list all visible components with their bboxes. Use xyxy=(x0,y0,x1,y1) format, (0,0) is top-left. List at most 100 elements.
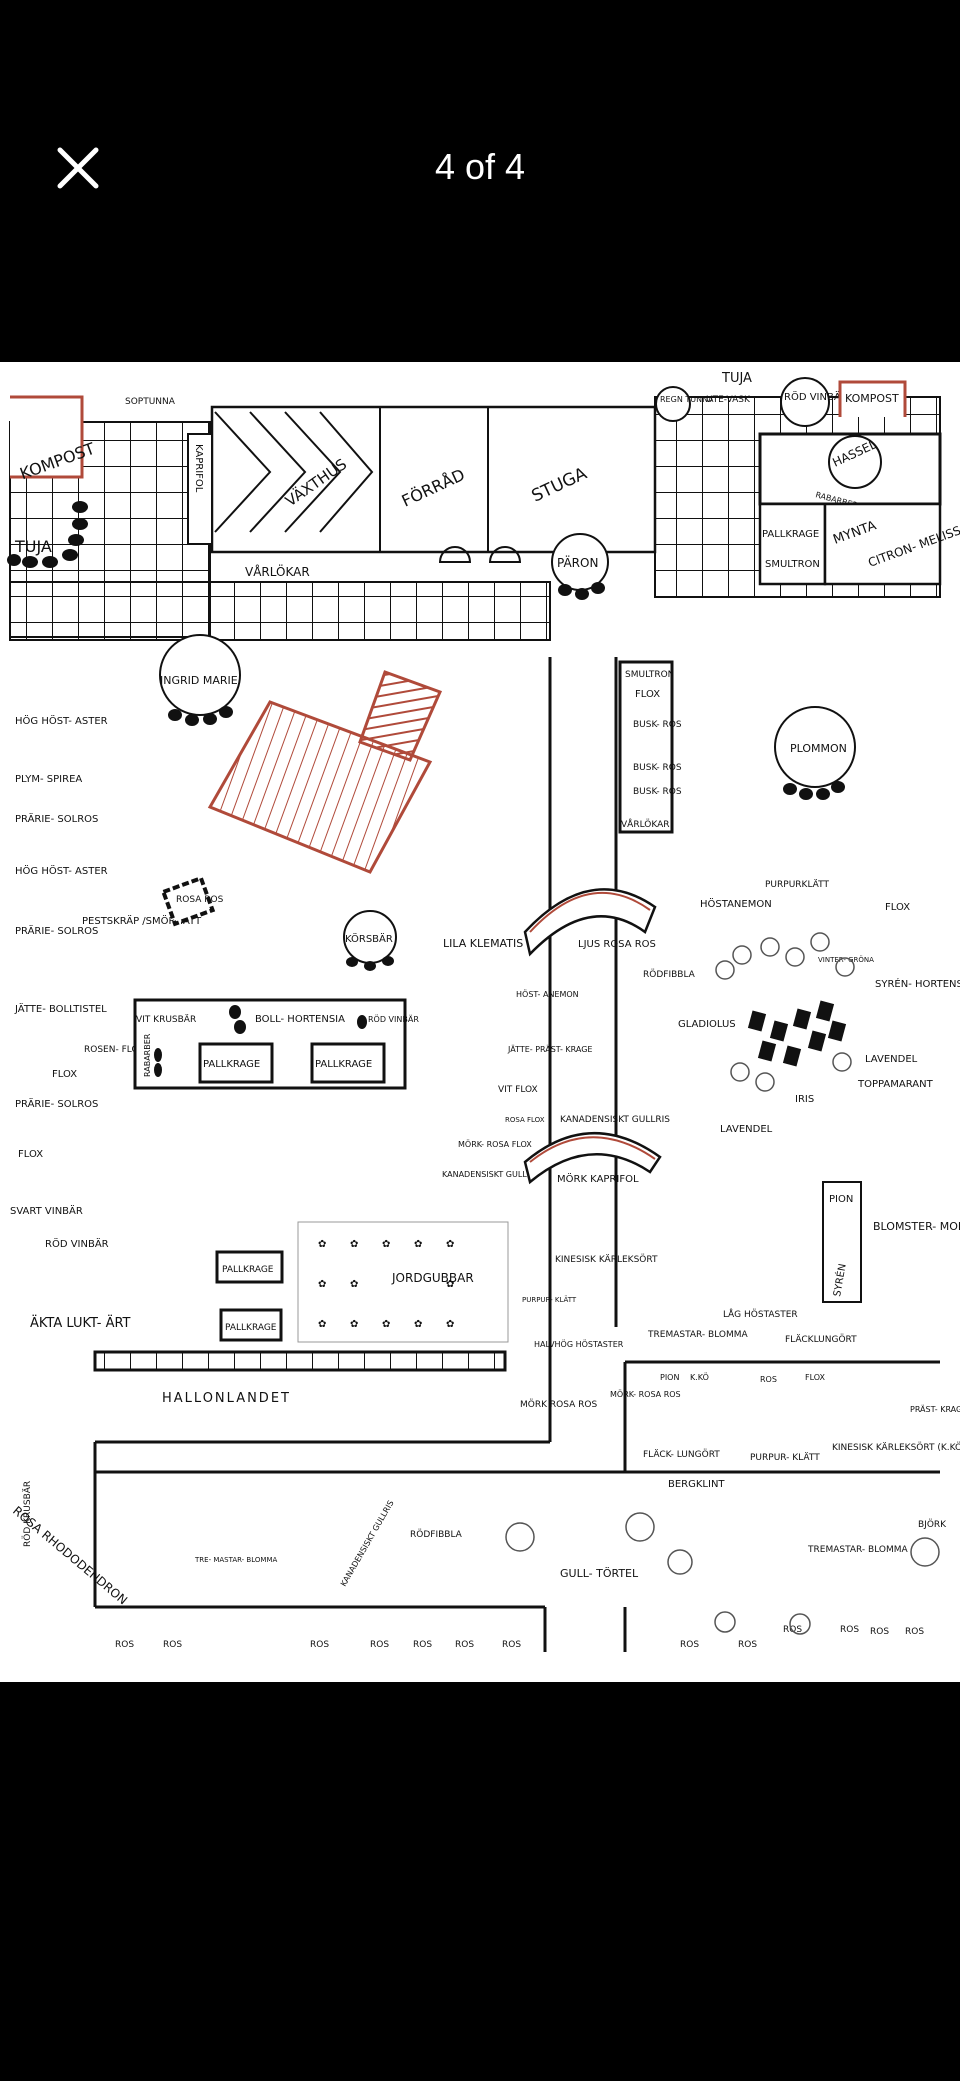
label-flackungort-2: FLÄCK- LUNGÖRT xyxy=(643,1449,720,1460)
svg-text:✿: ✿ xyxy=(318,1319,326,1330)
label-pion-s: PION xyxy=(660,1373,679,1382)
label-ros-5: ROS xyxy=(413,1640,432,1650)
label-vintergrona: VINTER- GRÖNA xyxy=(818,955,874,964)
bottom-row: RÖD KRUSBÄR RÖDFIBBLA KANADENSISKT GULLR… xyxy=(10,1481,947,1650)
label-rodvinbar-left: RÖD VINBÄR xyxy=(45,1237,109,1250)
label-flox-r: FLOX xyxy=(885,902,910,913)
label-ko: K.KÖ xyxy=(690,1372,709,1382)
label-ros-8: ROS xyxy=(680,1640,699,1650)
label-rosaflox: ROSA FLOX xyxy=(505,1116,545,1124)
label-purpurklatt-m: PURPUR- KLÄTT xyxy=(522,1295,577,1304)
label-ros-4: ROS xyxy=(370,1640,389,1650)
viewer-top-bar: 4 of 4 xyxy=(0,0,960,362)
label-smultron-bed: SMULTRON xyxy=(625,670,674,680)
label-ljusrosaros: LJUS ROSA ROS xyxy=(578,939,656,950)
label-vitkrusbar: VIT KRUSBÄR xyxy=(136,1014,196,1025)
label-pallkrage-2: PALLKRAGE xyxy=(315,1059,372,1070)
label-rosaros: ROSA ROS xyxy=(176,895,224,905)
label-ros-11: ROS xyxy=(840,1625,859,1635)
label-morkrosaflox: MÖRK- ROSA FLOX xyxy=(458,1139,532,1149)
label-halvhog: HALVHÖG HÖSTASTER xyxy=(534,1339,624,1349)
svg-text:✿: ✿ xyxy=(318,1239,326,1250)
svg-text:✿: ✿ xyxy=(318,1279,326,1290)
label-hostanemon-r: HÖSTANEMON xyxy=(700,897,772,910)
ingrid-marie-tree: INGRID MARIE xyxy=(159,634,241,726)
label-ros-1: ROS xyxy=(115,1640,134,1650)
svg-text:✿: ✿ xyxy=(414,1319,422,1330)
plommon-tree: PLOMMON xyxy=(774,706,856,800)
label-tremastar-1: TREMASTAR- BLOMMA xyxy=(647,1330,749,1340)
label-regntunna: REGN TUNNA xyxy=(660,395,714,404)
label-flox-bed: FLOX xyxy=(635,689,660,700)
label-paron: PÄRON xyxy=(557,555,598,570)
label-flox-l1: FLOX xyxy=(52,1069,77,1080)
svg-text:✿: ✿ xyxy=(350,1279,358,1290)
label-rabarber-mid: RABARBER xyxy=(143,1033,152,1077)
label-vitflox: VIT FLOX xyxy=(498,1085,538,1095)
label-ros-7: ROS xyxy=(502,1640,521,1650)
label-aktalukt: ÄKTA LUKT- ÄRT xyxy=(30,1315,131,1331)
label-bjork: BJÖRK xyxy=(918,1519,947,1530)
label-ros-6: ROS xyxy=(455,1640,474,1650)
label-kanadensiskt-3: KANADENSISKT GULLRIS xyxy=(339,1499,396,1588)
label-rodvinbar-top: RÖD VINBÄR xyxy=(784,390,848,403)
label-blomstermorot: BLOMSTER- MOROT xyxy=(873,1220,960,1233)
label-kanadensiskt-1: KANADENSISKT GULLRIS xyxy=(560,1115,670,1125)
label-iris: IRIS xyxy=(795,1094,814,1105)
label-hallonlandet: HALLONLANDET xyxy=(162,1391,291,1406)
label-ros-3: ROS xyxy=(310,1640,329,1650)
label-rodfibbla-mid: RÖDFIBBLA xyxy=(643,969,696,980)
svg-text:✿: ✿ xyxy=(382,1239,390,1250)
label-hog-host-1: HÖG HÖST- ASTER xyxy=(15,714,108,727)
svg-text:✿: ✿ xyxy=(446,1319,454,1330)
top-right-area: REGN TUNNA UTE-VASK TUJA RÖD VINBÄR KOMP… xyxy=(655,371,960,586)
korsbar-tree: KÖRSBÄR xyxy=(343,910,397,971)
label-tuja-right: TUJA xyxy=(721,371,752,386)
label-svartvinbar: SVART VINBÄR xyxy=(10,1204,83,1217)
label-pallkrage-1: PALLKRAGE xyxy=(203,1059,260,1070)
label-pallkrage-top: PALLKRAGE xyxy=(762,529,819,540)
close-button[interactable] xyxy=(40,130,116,206)
label-purpurklatt-b: PURPUR- KLÄTT xyxy=(750,1452,820,1463)
close-icon xyxy=(57,147,99,189)
left-bed: PALLKRAGE PALLKRAGE VIT KRUSBÄR BOLL- HO… xyxy=(133,998,419,1090)
label-ros-13: ROS xyxy=(905,1627,924,1637)
label-buskros-2: BUSK- ROS xyxy=(633,763,682,773)
label-plommon: PLOMMON xyxy=(790,742,847,755)
label-laghostaster: LÅG HÖSTASTER xyxy=(723,1308,798,1320)
svg-text:✿: ✿ xyxy=(446,1239,454,1250)
garden-plan-image[interactable]: KOMPOST TUJA SOPTUNNA KAPRIFOL VÄXTHUS F… xyxy=(0,362,960,1682)
label-ros-12: ROS xyxy=(870,1627,889,1637)
path-side-labels: LILA KLEMATIS LJUS ROSA ROS HÖST- ANEMON… xyxy=(442,937,696,1349)
label-buskros-1: BUSK- ROS xyxy=(633,720,682,730)
label-flox-l2: FLOX xyxy=(18,1149,43,1160)
image-counter: 4 of 4 xyxy=(434,146,526,187)
label-pallkrage-3: PALLKRAGE xyxy=(222,1265,274,1275)
label-lilaklematis: LILA KLEMATIS xyxy=(443,937,523,950)
label-hostanemon: HÖST- ANEMON xyxy=(516,989,579,999)
label-rodvinbar-mid: RÖD VINBÄR xyxy=(368,1014,419,1024)
garden-plan-drawing: KOMPOST TUJA SOPTUNNA KAPRIFOL VÄXTHUS F… xyxy=(7,371,960,1652)
label-tremastar-2: TRE- MASTAR- BLOMMA xyxy=(194,1556,277,1564)
label-prariesolros-3: PRÄRIE- SOLROS xyxy=(15,1097,98,1110)
label-rodfibbla-b: RÖDFIBBLA xyxy=(410,1529,463,1540)
label-prariesolros-2: PRÄRIE- SOLROS xyxy=(15,924,98,937)
label-rodkrusbar: RÖD KRUSBÄR xyxy=(22,1481,33,1547)
label-soptunna: SOPTUNNA xyxy=(125,397,176,407)
paron-tree: PÄRON xyxy=(551,533,609,600)
label-rosenflockel: ROSEN- FLOCKEL xyxy=(84,1045,161,1055)
label-bollhortensia: BOLL- HORTENSIA xyxy=(255,1014,345,1025)
svg-text:✿: ✿ xyxy=(446,1279,454,1290)
label-korsbar: KÖRSBÄR xyxy=(345,932,393,945)
label-morkrosaros-2: MÖRK- ROSA ROS xyxy=(610,1389,681,1399)
central-path xyxy=(548,657,618,1327)
label-prariesolros-1: PRÄRIE- SOLROS xyxy=(15,812,98,825)
left-perennials: HÖG HÖST- ASTER PLYM- SPIREA PRÄRIE- SOL… xyxy=(10,714,131,1331)
right-flower-bed: PURPURKLÄTT HÖSTANEMON FLOX SYRÉN- HORTE… xyxy=(678,879,960,1135)
label-gladiolus: GLADIOLUS xyxy=(678,1019,736,1030)
label-kompost-right: KOMPOST xyxy=(845,392,899,405)
red-deck xyxy=(207,670,443,874)
label-flox-s: FLOX xyxy=(805,1373,826,1382)
svg-text:✿: ✿ xyxy=(350,1239,358,1250)
label-plymspirea: PLYM- SPIREA xyxy=(15,774,82,785)
